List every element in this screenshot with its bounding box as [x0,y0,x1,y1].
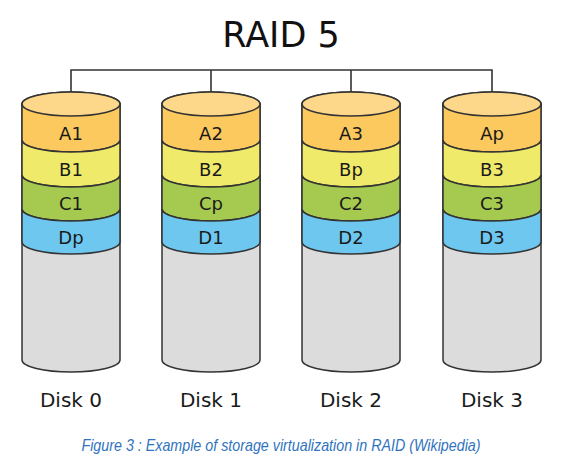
cylinder-top [443,92,541,116]
cylinder-top [302,92,400,116]
data-band: A2 [162,104,260,140]
data-band: D3 [443,209,541,242]
band-outline [302,92,400,152]
band-label: C2 [302,192,400,216]
data-band: A3 [302,104,400,140]
data-band: B3 [443,140,541,175]
disk-cylinder: Disk 1A2B2CpD1 [162,92,260,374]
band-label: B3 [443,158,541,182]
bracket-line [71,70,492,92]
band-outline [443,92,541,152]
band-outline [162,92,260,152]
band-label: Ap [443,122,541,146]
data-band: B2 [162,140,260,175]
band-label: Dp [22,226,120,250]
band-outline [22,209,120,254]
cylinder-top [162,92,260,116]
data-band: A1 [22,104,120,140]
band-outline [302,140,400,187]
band-outline [162,209,260,254]
diagram-title: RAID 5 [0,12,562,58]
band-outline [162,175,260,221]
band-label: D3 [443,226,541,250]
disk-cylinder: Disk 2A3BpC2D2 [302,92,400,374]
band-outline [302,209,400,254]
band-outline [443,175,541,221]
band-label: C3 [443,192,541,216]
data-band: C3 [443,175,541,209]
disk-label: Disk 3 [423,388,561,412]
disk-label: Disk 0 [2,388,140,412]
band-label: A3 [302,122,400,146]
band-label: B2 [162,158,260,182]
band-outline [22,175,120,221]
data-band: C1 [22,175,120,209]
band-outline [443,140,541,187]
disk-label: Disk 2 [282,388,420,412]
data-band: Cp [162,175,260,209]
band-outline [22,140,120,187]
data-band: Bp [302,140,400,175]
band-outline [22,92,120,152]
disk-cylinder: Disk 3ApB3C3D3 [443,92,541,374]
band-label: Bp [302,158,400,182]
band-outline [443,209,541,254]
data-band: B1 [22,140,120,175]
data-band: D2 [302,209,400,242]
data-band: C2 [302,175,400,209]
band-label: A1 [22,122,120,146]
band-label: A2 [162,122,260,146]
figure-caption: Figure 3 : Example of storage virtualiza… [11,434,550,458]
band-outline [162,140,260,187]
band-label: C1 [22,192,120,216]
data-band: D1 [162,209,260,242]
data-band: Ap [443,104,541,140]
band-label: D1 [162,226,260,250]
disk-label: Disk 1 [142,388,280,412]
cylinder-top [22,92,120,116]
band-label: Cp [162,192,260,216]
band-label: D2 [302,226,400,250]
band-outline [302,175,400,221]
disk-cylinder: Disk 0A1B1C1Dp [22,92,120,374]
data-band: Dp [22,209,120,242]
band-label: B1 [22,158,120,182]
